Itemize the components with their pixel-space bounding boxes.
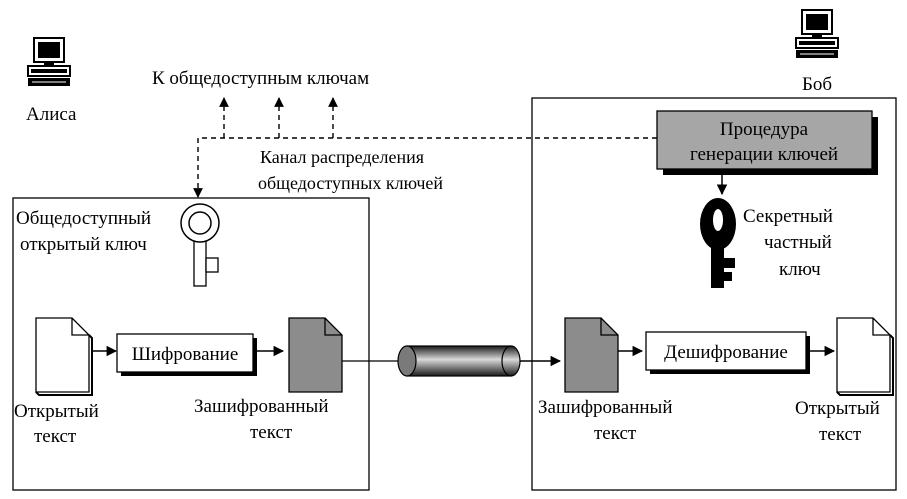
bob-name: Боб xyxy=(802,74,832,95)
private-key-label-line3: ключ xyxy=(779,259,821,280)
bob-ciphertext-document-icon xyxy=(564,317,619,393)
bob-plaintext-document-icon xyxy=(836,317,894,396)
transmission-channel-pipe xyxy=(397,345,521,377)
encrypt-label: Шифрование xyxy=(132,344,239,365)
private-key-label-line2: частный xyxy=(764,232,832,253)
alice-ciphertext-label-line2: текст xyxy=(250,422,293,443)
alice-ciphertext-label-line1: Зашифрованный xyxy=(194,396,328,417)
alice-box xyxy=(12,197,370,491)
alice-name: Алиса xyxy=(26,104,77,125)
alice-ciphertext-document-icon xyxy=(288,317,343,393)
alice-plaintext-label-line2: текст xyxy=(34,426,77,447)
bob-plaintext-label-line2: текст xyxy=(819,424,862,445)
keygen-label-line1: Процедура xyxy=(720,119,809,140)
distribution-channel-line xyxy=(193,137,657,198)
bob-plaintext-label-line1: Открытый xyxy=(795,398,880,419)
public-keys-arrows xyxy=(219,97,338,138)
alice-plaintext-document-icon xyxy=(35,317,93,396)
private-key-label-line1: Секретный xyxy=(743,206,833,227)
keygen-label-line2: генерации ключей xyxy=(690,144,838,165)
bob-ciphertext-label-line2: текст xyxy=(594,423,637,444)
public-key-icon xyxy=(180,203,220,287)
alice-plaintext-label-line1: Открытый xyxy=(14,401,99,422)
bob-computer-icon xyxy=(795,9,839,59)
public-key-label-line2: открытый ключ xyxy=(20,234,147,255)
distribution-channel-label-line1: Канал распределения xyxy=(260,147,424,167)
private-key-icon xyxy=(700,198,736,288)
alice-computer-icon xyxy=(27,37,71,87)
decrypt-box xyxy=(645,331,810,374)
distribution-channel-label-line2: общедоступных ключей xyxy=(258,173,443,193)
encrypt-box xyxy=(116,333,257,376)
bob-ciphertext-label-line1: Зашифрованный xyxy=(538,397,672,418)
keygen-box xyxy=(656,110,878,175)
decrypt-label: Дешифрование xyxy=(664,342,788,363)
public-keys-label: К общедоступным ключам xyxy=(152,68,369,89)
bob-box xyxy=(531,97,897,491)
public-key-label-line1: Общедоступный xyxy=(16,208,151,229)
